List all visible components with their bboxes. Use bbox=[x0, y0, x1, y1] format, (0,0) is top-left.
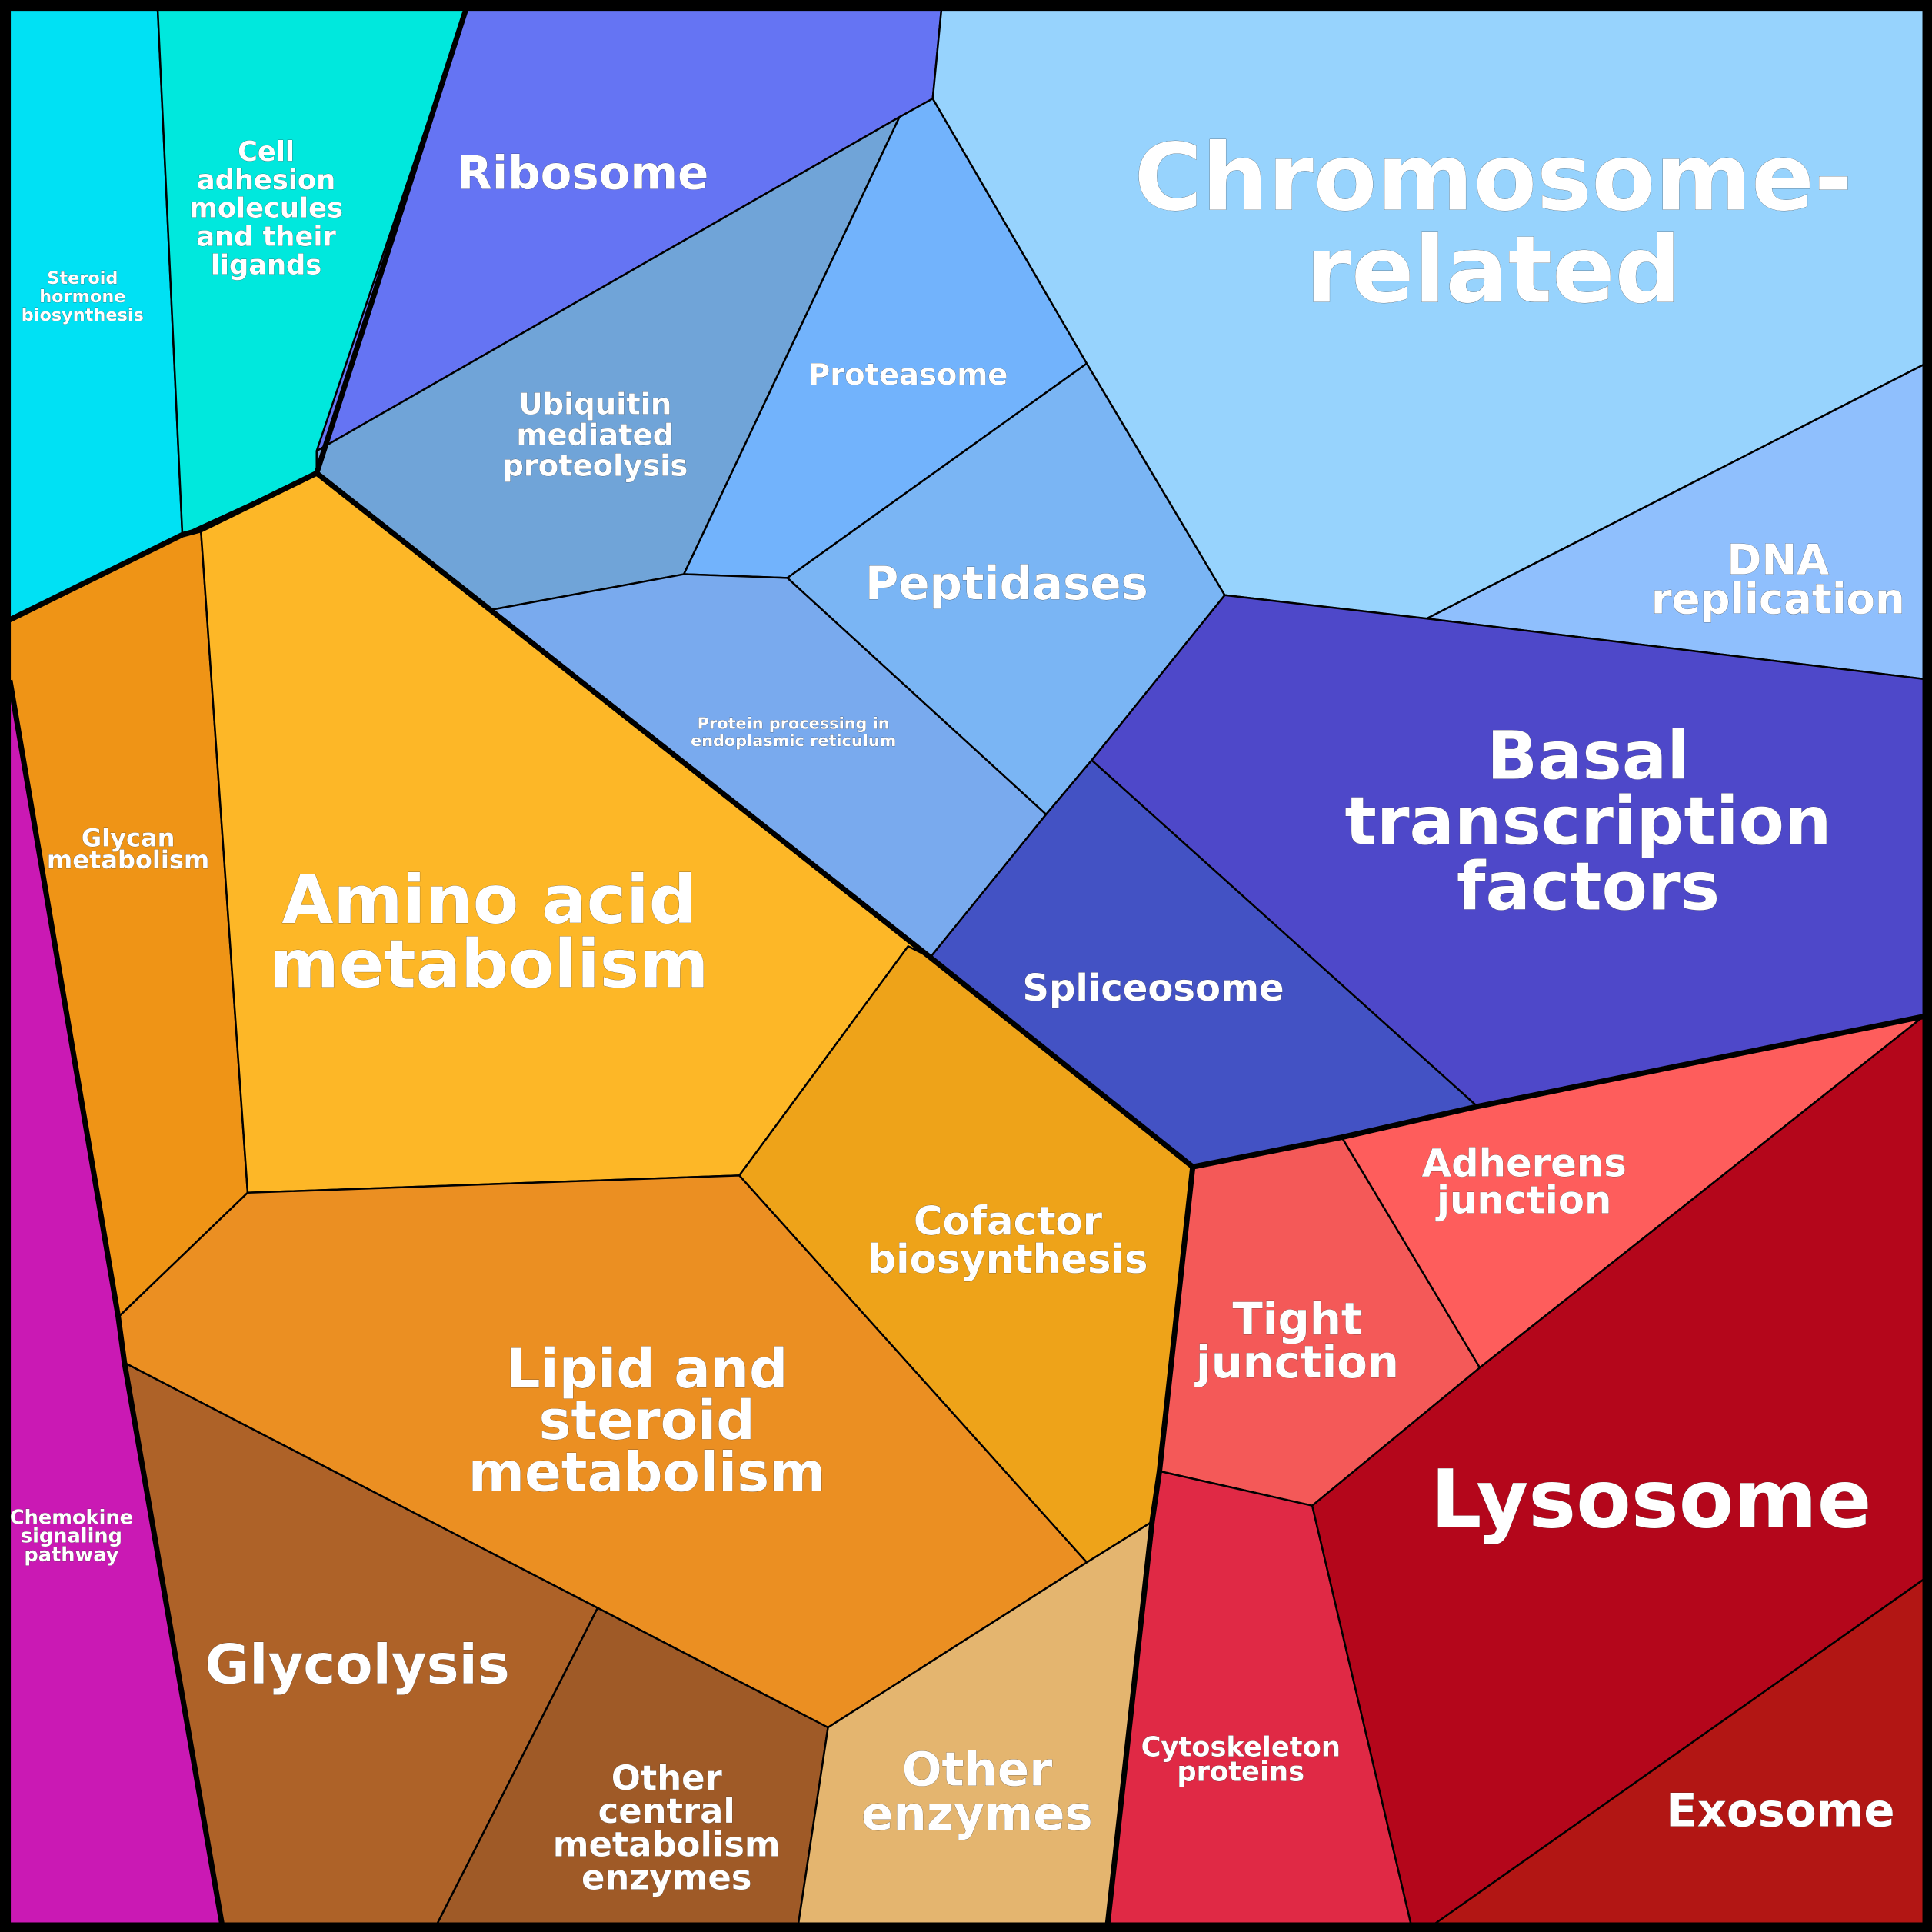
label-exosome: Exosome bbox=[1666, 1784, 1894, 1837]
label-lysosome: Lysosome bbox=[1431, 1453, 1871, 1547]
label-chromosome-related: Chromosome-related bbox=[1134, 124, 1853, 324]
label-peptidases: Peptidases bbox=[865, 556, 1148, 609]
group-boundary-4 bbox=[7, 679, 225, 1924]
group-boundary-3 bbox=[1104, 1166, 1196, 1924]
label-spliceosome: Spliceosome bbox=[1022, 967, 1284, 1010]
label-ribosome: Ribosome bbox=[457, 146, 708, 199]
label-glycolysis: Glycolysis bbox=[205, 1633, 509, 1696]
group-boundary-1 bbox=[8, 8, 468, 622]
label-proteasome: Proteasome bbox=[808, 358, 1008, 392]
